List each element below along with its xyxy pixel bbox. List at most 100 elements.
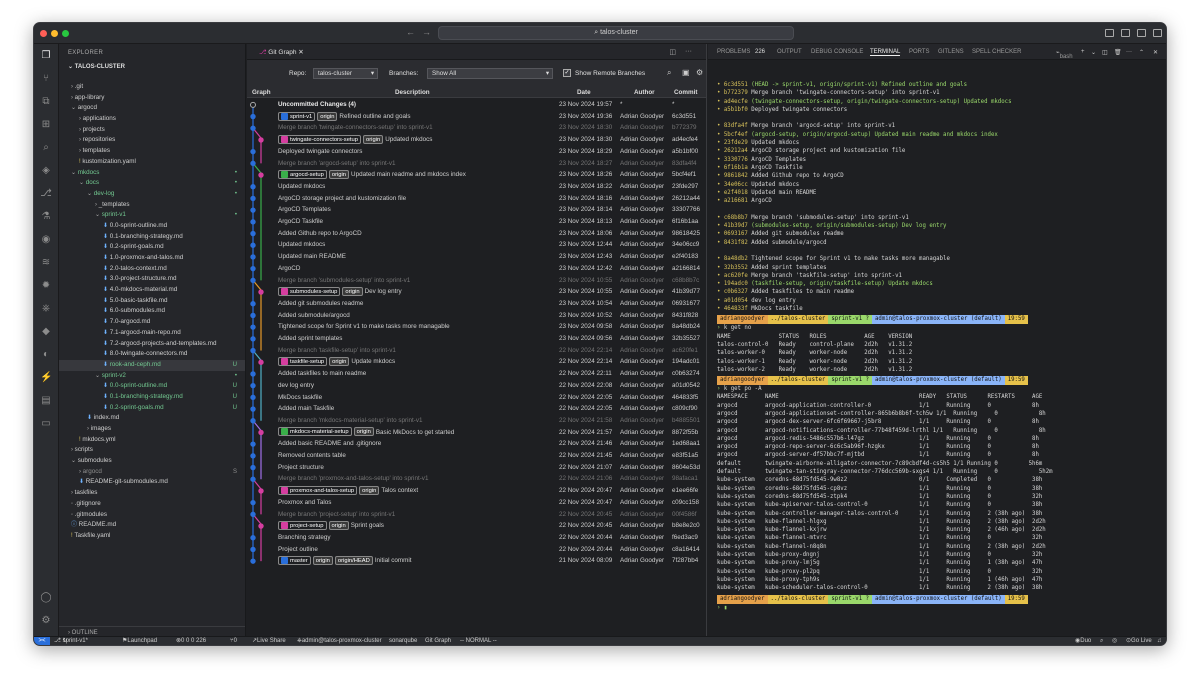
sonarqube-item[interactable]: sonarqube: [389, 638, 418, 644]
commit-node[interactable]: [250, 394, 256, 401]
browser-icon[interactable]: ◉: [41, 234, 51, 245]
commit-node[interactable]: [250, 207, 256, 213]
tree-item[interactable]: ⬇ 8.0-twingate-connectors.md: [59, 349, 245, 360]
close-window-button[interactable]: [40, 30, 47, 37]
customize-layout-icon[interactable]: [1153, 29, 1162, 37]
remote-display-icon[interactable]: ▭: [41, 418, 51, 429]
tree-item[interactable]: ⬇ index.md: [59, 413, 245, 424]
tree-item[interactable]: ⬇ 0.1-branching-strategy.md: [59, 232, 245, 243]
kubernetes-icon[interactable]: ⎈: [42, 303, 50, 314]
commit-node[interactable]: [258, 289, 264, 295]
commit-node[interactable]: [250, 382, 256, 389]
tree-item[interactable]: ⬇ 0.2-sprint-goals.md: [59, 242, 245, 253]
tree-item[interactable]: › projects: [59, 125, 245, 136]
tree-item[interactable]: › scripts: [59, 445, 245, 456]
commit-row[interactable]: Merge branch 'submodules-setup' into spr…: [247, 275, 706, 287]
terminal-icon[interactable]: ▣: [682, 68, 690, 77]
tree-item[interactable]: ⌄ sprint-v2•: [59, 371, 245, 382]
branch-label[interactable]: submodules-setup: [278, 287, 341, 297]
tree-item[interactable]: ⬇ 0.0-sprint-outline.md: [59, 221, 245, 232]
commit-node[interactable]: [250, 301, 256, 307]
tree-item[interactable]: ⬇ 6.0-submodules.md: [59, 306, 245, 317]
copilot-icon[interactable]: ◎: [1112, 638, 1118, 644]
commit-node[interactable]: [250, 219, 256, 225]
tree-item[interactable]: › repositories: [59, 135, 245, 146]
commit-node[interactable]: [258, 429, 264, 436]
find-icon[interactable]: ⌕: [667, 68, 672, 77]
commit-node[interactable]: [250, 242, 256, 248]
launchpad-item[interactable]: ⚑ Launchpad: [122, 638, 158, 644]
tree-item[interactable]: ⌄ docs•: [59, 178, 245, 189]
split-editor-icon[interactable]: ◫: [669, 49, 676, 56]
branch-label[interactable]: origin: [317, 111, 338, 121]
tree-item[interactable]: ⌄ submodules: [59, 456, 245, 467]
commit-node[interactable]: [250, 347, 256, 354]
maximize-panel-icon[interactable]: ⌃: [1139, 50, 1145, 56]
commit-node[interactable]: [250, 160, 256, 167]
branch-label[interactable]: project-setup: [278, 521, 327, 531]
tree-item[interactable]: ⬇ 5.0-basic-taskfile.md: [59, 296, 245, 307]
tree-item[interactable]: ⬇ 4.0-mkdocs-material.md: [59, 285, 245, 296]
terminal-shell[interactable]: ⌁ bash: [1056, 50, 1073, 60]
terminal-output[interactable]: • 6c3d551 (HEAD -> sprint-v1, origin/spr…: [717, 81, 1162, 612]
commit-node[interactable]: [258, 488, 264, 494]
commit-node[interactable]: [250, 499, 256, 506]
tree-item[interactable]: › _templates: [59, 200, 245, 211]
branch-label[interactable]: origin/HEAD: [334, 556, 373, 566]
branch-indicator[interactable]: ⎇ sprint-v1* ↻: [54, 638, 88, 644]
tab-terminal[interactable]: TERMINAL: [870, 49, 901, 56]
commit-node[interactable]: [258, 523, 264, 529]
settings-gear-icon[interactable]: ⚙: [41, 615, 51, 626]
workspace-root[interactable]: ⌄ TALOS-CLUSTER: [68, 64, 125, 70]
toggle-panel-icon[interactable]: [1121, 29, 1130, 37]
branch-label[interactable]: sprint-v1: [278, 111, 316, 121]
tree-item[interactable]: ◦ .gitmodules: [59, 510, 245, 521]
commit-node[interactable]: [250, 148, 256, 155]
git-graph-item[interactable]: Git Graph: [425, 638, 452, 644]
commit-row[interactable]: ArgoCD storage project and kustomization…: [247, 193, 706, 205]
tree-item[interactable]: ⬇ 7.0-argocd.md: [59, 317, 245, 328]
branch-label[interactable]: origin: [329, 357, 350, 367]
commit-node[interactable]: [250, 101, 256, 108]
commit-node[interactable]: [250, 184, 256, 190]
tab-debug-console[interactable]: DEBUG CONSOLE: [811, 49, 864, 55]
more-actions-icon[interactable]: ···: [1126, 49, 1132, 55]
commit-node[interactable]: [250, 511, 256, 518]
testing-icon[interactable]: ⚗: [41, 211, 51, 222]
commit-node[interactable]: [250, 406, 256, 412]
toggle-sidebar-icon[interactable]: [1105, 29, 1114, 37]
debug-icon[interactable]: ✹: [41, 280, 51, 291]
commit-node[interactable]: [250, 277, 256, 284]
branches-select[interactable]: Show All▾: [427, 68, 553, 79]
commit-node[interactable]: [250, 125, 256, 131]
tree-item[interactable]: › .git: [59, 82, 245, 93]
commit-node[interactable]: [250, 195, 256, 202]
extensions-icon[interactable]: ⊞: [41, 119, 51, 130]
branch-label[interactable]: argocd-setup: [278, 170, 327, 180]
sonarqube-icon[interactable]: ◐: [42, 349, 50, 360]
toggle-secondary-sidebar-icon[interactable]: [1137, 29, 1146, 37]
more-actions-icon[interactable]: ···: [685, 48, 692, 55]
tree-item[interactable]: ⬇ 2.0-talos-context.md: [59, 264, 245, 275]
branch-label[interactable]: origin: [359, 485, 380, 495]
tab-git-graph[interactable]: ⎇ Git Graph ✕: [259, 49, 304, 56]
terminal-dropdown-icon[interactable]: ⌄: [1091, 50, 1097, 56]
live-share-item[interactable]: ↗ Live Share: [252, 638, 286, 644]
tree-item[interactable]: ⬇ 7.1-argocd-main-repo.md: [59, 328, 245, 339]
commit-node[interactable]: [250, 265, 256, 272]
tree-item[interactable]: ⓘ README.md: [59, 520, 245, 531]
source-control-icon[interactable]: ⑂: [43, 73, 49, 84]
commit-node[interactable]: [250, 453, 256, 459]
